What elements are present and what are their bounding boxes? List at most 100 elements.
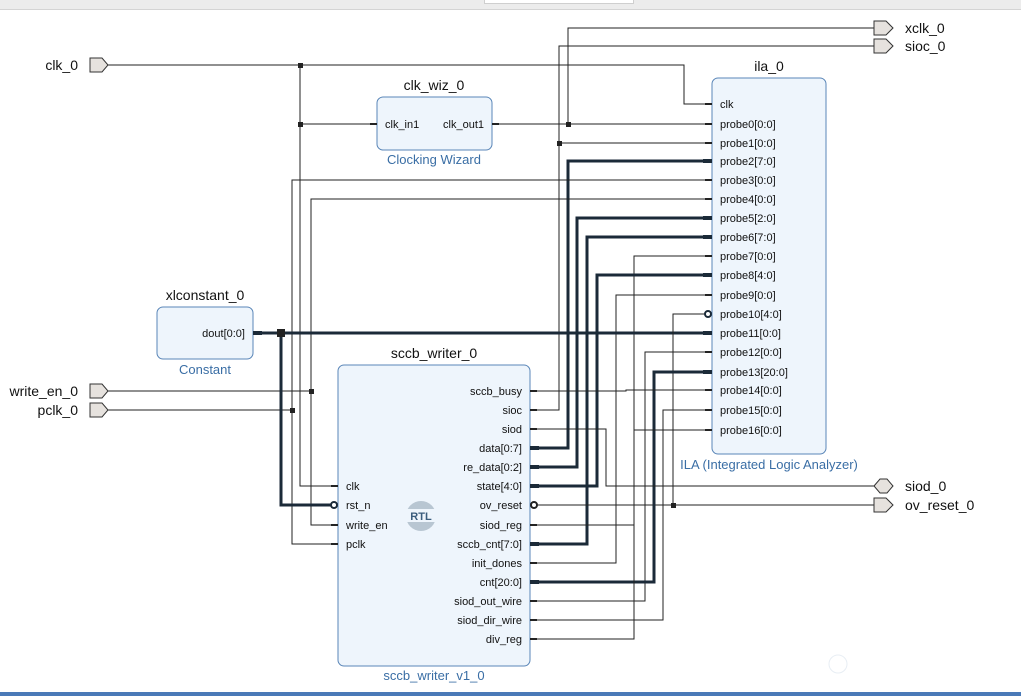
svg-text:siod_0: siod_0 [905,478,946,494]
port-cnt: cnt[20:0] [480,577,522,589]
wire-initdones-to-probe9 [530,294,712,564]
port-dout: dout[0:0] [202,328,245,340]
wire-writeen-to-writer [310,391,338,526]
external-port-siod0[interactable]: siod_0 [873,478,946,494]
bus-dout-to-rstn [279,333,338,507]
port-invert-bubble [330,501,338,509]
bus-state-to-probe8 [530,273,712,488]
port-siod: siod [502,424,522,436]
block-sccb-writer[interactable]: sccb_writer_0 clk rst_n write_en pclk RT… [330,345,539,683]
port-probe5: probe5[2:0] [720,213,776,225]
wires [108,27,874,640]
svg-text:ILA (Integrated Logic Analyzer: ILA (Integrated Logic Analyzer) [680,457,858,472]
port-re-data: re_data[0:2] [463,462,522,474]
port-init-dones: init_dones [472,558,523,570]
top-toolbar-strip [0,0,1021,10]
bus-data-to-probe2 [530,159,712,450]
wire-clkout1-to-xclk [567,27,874,124]
rtl-badge-icon: RTL [405,501,437,531]
port-pclk: pclk [346,539,366,551]
external-port-sioc0[interactable]: sioc_0 [873,38,946,54]
port-probe13: probe13[20:0] [720,367,788,379]
bus-cnt-to-probe13 [530,370,712,584]
wire-ovreset-to-probe10 [672,313,712,505]
port-probe1: probe1[0:0] [720,138,776,150]
port-probe6: probe6[7:0] [720,232,776,244]
port-probe4: probe4[0:0] [720,194,776,206]
block-clk-wiz[interactable]: clk_wiz_0 clk_in1 clk_out1 Clocking Wiza… [370,77,499,167]
svg-text:sccb_writer_v1_0: sccb_writer_v1_0 [383,668,484,683]
bottom-status-strip [0,692,1021,696]
external-port-clk0[interactable]: clk_0 [45,57,109,73]
port-write-en: write_en [345,520,388,532]
wire-clk0-to-writer-clk [299,124,338,487]
svg-text:Clocking Wizard: Clocking Wizard [387,152,481,167]
wire-pclk-to-writer-and-probe3 [108,179,712,411]
port-invert-bubble [530,501,538,509]
junction-dot [309,389,314,394]
toolbar-tab[interactable] [484,0,634,4]
wire-sioddir-to-probe15 [530,409,712,621]
wire-siod-to-siod0 [530,428,874,487]
port-probe10: probe10[4:0] [720,309,782,321]
port-ov-reset: ov_reset [480,500,522,512]
junction-dot [277,329,285,337]
svg-text:RTL: RTL [410,511,432,523]
svg-text:ov_reset_0: ov_reset_0 [905,497,974,513]
wire-clk0-to-ila-clk [108,64,712,105]
svg-text:clk_0: clk_0 [45,57,78,73]
svg-text:xlconstant_0: xlconstant_0 [166,287,245,303]
port-probe14: probe14[0:0] [720,385,782,397]
port-sioc: sioc [502,405,522,417]
svg-text:pclk_0: pclk_0 [38,402,79,418]
port-probe2: probe2[7:0] [720,156,776,168]
wire-divreg-to-probe16 [530,429,712,640]
port-siod-out-wire: siod_out_wire [454,596,522,608]
external-port-pclk0[interactable]: pclk_0 [38,402,109,418]
junction-dot [557,141,562,146]
port-invert-bubble [704,310,712,318]
svg-text:write_en_0: write_en_0 [9,383,79,399]
port-probe9: probe9[0:0] [720,290,776,302]
port-probe3: probe3[0:0] [720,175,776,187]
port-clk-in1: clk_in1 [385,119,419,131]
wire-sioc-to-sioc0 [530,45,874,411]
port-probe11: probe11[0:0] [720,328,781,340]
wire-clk0-to-clkwiz [299,65,377,125]
external-port-ovreset0[interactable]: ov_reset_0 [873,497,974,513]
port-sccb-busy: sccb_busy [470,386,522,398]
wire-pclk-to-writer-pclk [291,410,338,545]
port-sccb-cnt: sccb_cnt[7:0] [457,539,522,551]
junction-dot [290,408,295,413]
junction-dot [671,503,676,508]
block-ila[interactable]: ila_0 clk probe0[0:0] probe1[0:0] probe2… [680,58,858,472]
svg-text:xclk_0: xclk_0 [905,20,945,36]
junction-dot [566,122,571,127]
svg-text:Constant: Constant [179,362,231,377]
wire-writeen-to-probe4 [108,198,712,392]
port-probe7: probe7[0:0] [720,251,776,263]
port-rst-n: rst_n [346,500,370,512]
wire-sccbbusy-to-probe14 [530,389,712,392]
svg-text:clk_wiz_0: clk_wiz_0 [404,77,465,93]
port-probe0: probe0[0:0] [720,119,776,131]
canvas-zoom-indicator-icon [828,654,848,674]
block-xlconstant[interactable]: xlconstant_0 dout[0:0] Constant [156,287,262,377]
port-data: data[0:7] [479,443,522,455]
port-ila-clk: clk [720,99,734,111]
port-siod-reg: siod_reg [480,520,522,532]
external-port-writeen0[interactable]: write_en_0 [9,383,109,399]
svg-text:ila_0: ila_0 [754,58,784,74]
bus-redata-to-probe5 [530,216,712,469]
external-port-xclk0[interactable]: xclk_0 [873,20,945,36]
wire-siodout-to-probe12 [530,351,712,602]
svg-text:sccb_writer_0: sccb_writer_0 [391,345,478,361]
port-siod-dir-wire: siod_dir_wire [457,615,522,627]
svg-text:sioc_0: sioc_0 [905,38,946,54]
port-clk: clk [346,481,360,493]
junction-dot [298,63,303,68]
port-state: state[4:0] [477,481,522,493]
port-probe8: probe8[4:0] [720,270,776,282]
port-clk-out1: clk_out1 [443,119,484,131]
